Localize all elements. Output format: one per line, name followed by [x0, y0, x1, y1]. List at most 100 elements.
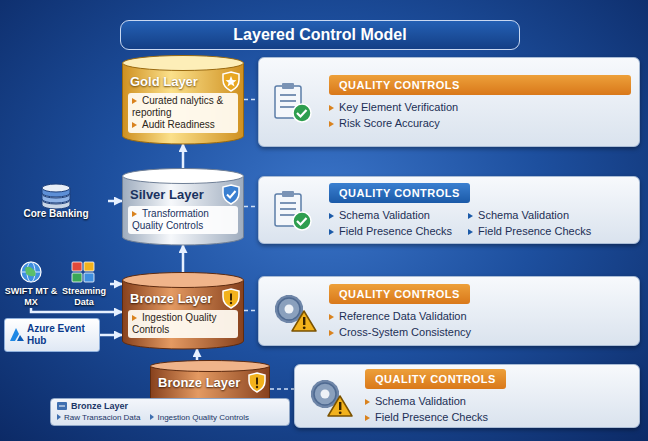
node-heading: QUALITY CONTROLS: [365, 369, 506, 389]
control-icon: [271, 289, 321, 333]
list-item: Field Presence Checks: [365, 410, 488, 424]
quality-panel: QUALITY CONTROLS Key Element Verification…: [258, 57, 640, 147]
silver-layer-cylinder: Silver LayerTransformation Quality Contr…: [122, 168, 244, 245]
node-heading: Gold Layer: [122, 73, 244, 90]
bullet-arrow: [329, 105, 334, 111]
item-text: Field Presence Checks: [339, 225, 452, 237]
flow-arrow: [182, 245, 185, 272]
item-list: Key Element VerificationRisk Score Accur…: [329, 100, 631, 130]
bullet-arrow: [132, 211, 137, 217]
quality-panel: QUALITY CONTROLS Reference Data Validatio…: [258, 276, 640, 346]
source-system: SWIFT MT & MX: [2, 260, 60, 308]
shield-icon: [223, 72, 239, 91]
item-text: Schema Validation: [339, 209, 430, 221]
source-system: Streaming Data: [58, 260, 110, 308]
flow-arrow: [31, 308, 122, 312]
node-heading: Streaming Data: [58, 286, 110, 308]
bullet-arrow: [132, 315, 137, 321]
control-link: [244, 310, 258, 312]
item-text: Schema Validation: [375, 395, 466, 407]
bullet-arrow: [132, 98, 137, 104]
list-item: Field Presence Checks: [329, 224, 452, 238]
list-item: Raw Transacion Data: [57, 412, 140, 423]
quality-panel: QUALITY CONTROLS Schema ValidationField P…: [294, 364, 640, 428]
bullet-arrow: [329, 314, 334, 320]
bullet-arrow: [329, 121, 334, 127]
item-list: Reference Data ValidationCross-System Co…: [329, 309, 631, 339]
bullet-arrow: [468, 229, 473, 235]
flow-arrow: [108, 200, 122, 203]
control-icon: [271, 80, 321, 124]
node-heading: Silver Layer: [122, 186, 244, 203]
raw-data-box: Bronze LayerRaw Transacion Data Ingestion…: [50, 398, 290, 426]
flow-arrow: [100, 334, 122, 337]
item-text: Ingestion Quality Controls: [157, 413, 249, 422]
node-heading: SWIFT MT & MX: [2, 286, 60, 308]
bronze-layer-cylinder: Bronze LayerIngestion Quality Controls: [122, 272, 244, 349]
bullet-arrow: [365, 415, 370, 421]
bullet-arrow: [365, 399, 370, 405]
shield-icon: [223, 185, 239, 204]
item-text: Transformation Quality Controls: [132, 208, 209, 231]
list-item: Reference Data Validation: [329, 309, 471, 323]
item-text: Cross-System Consistency: [339, 326, 471, 338]
bullet-arrow: [329, 229, 334, 235]
list-item: Curated nalytics & reporting: [132, 95, 234, 119]
item-text: Field Presence Checks: [478, 225, 591, 237]
list-item: Field Presence Checks: [468, 224, 591, 238]
shield-icon: [223, 289, 239, 308]
list-item: Ingestion Quality Controls: [150, 412, 249, 423]
node-heading: Bronze Layer: [122, 290, 244, 307]
azure-icon: [9, 327, 25, 343]
node-heading: Core Banking: [4, 208, 108, 220]
item-text: Ingestion Quality Controls: [132, 312, 217, 335]
item-text: Curated nalytics & reporting: [132, 95, 223, 118]
flow-arrow: [110, 283, 122, 286]
node-heading: QUALITY CONTROLS: [329, 183, 470, 203]
list-item: Risk Score Accuracy: [329, 116, 458, 130]
bullet-arrow: [329, 330, 334, 336]
control-link: [244, 206, 258, 208]
node-heading: QUALITY CONTROLS: [329, 75, 631, 95]
control-link: [244, 99, 258, 101]
list-item: Schema Validation: [468, 208, 591, 222]
quality-panel: QUALITY CONTROLS Schema ValidationField P…: [258, 176, 640, 244]
control-link: [270, 388, 294, 390]
event-hub-box: Azure Event Hub: [4, 318, 100, 352]
bullet-arrow: [57, 414, 61, 420]
item-list: Schema ValidationField Presence Checks: [365, 394, 631, 424]
list-item: Schema Validation: [365, 394, 488, 408]
item-list: Raw Transacion Data Ingestion Quality Con…: [57, 412, 283, 423]
item-list: Ingestion Quality Controls: [128, 310, 238, 338]
source-icon: [11, 260, 51, 284]
shield-icon: [249, 373, 265, 392]
node-heading: Bronze Layer: [57, 401, 283, 412]
bullet-arrow: [468, 213, 473, 219]
source-icon: [64, 260, 104, 284]
bullet-arrow: [150, 414, 154, 420]
item-list: Curated nalytics & reportingAudit Readin…: [128, 93, 238, 133]
node-heading: QUALITY CONTROLS: [329, 284, 470, 304]
item-text: Reference Data Validation: [339, 310, 467, 322]
node-heading: Bronze Layer: [150, 374, 270, 391]
item-text: Audit Readiness: [142, 119, 215, 130]
flow-arrow: [182, 144, 185, 168]
list-item: Audit Readiness: [132, 119, 234, 131]
item-text: Key Element Verification: [339, 101, 458, 113]
list-item: Transformation Quality Controls: [132, 208, 234, 232]
list-item: Cross-System Consistency: [329, 325, 471, 339]
list-item: Schema Validation: [329, 208, 452, 222]
gold-layer-cylinder: Gold LayerCurated nalytics & reportingAu…: [122, 55, 244, 144]
bullet-arrow: [132, 122, 137, 128]
control-icon: [307, 374, 357, 418]
item-text: Schema Validation: [478, 209, 569, 221]
item-list: Schema ValidationField Presence Checks Sc…: [329, 208, 631, 238]
node-heading: Azure Event Hub: [27, 323, 94, 347]
list-item: Key Element Verification: [329, 100, 458, 114]
list-item: Ingestion Quality Controls: [132, 312, 234, 336]
item-text: Risk Score Accuracy: [339, 117, 440, 129]
item-text: Field Presence Checks: [375, 411, 488, 423]
item-list: Transformation Quality Controls: [128, 206, 238, 234]
item-text: Raw Transacion Data: [64, 413, 140, 422]
